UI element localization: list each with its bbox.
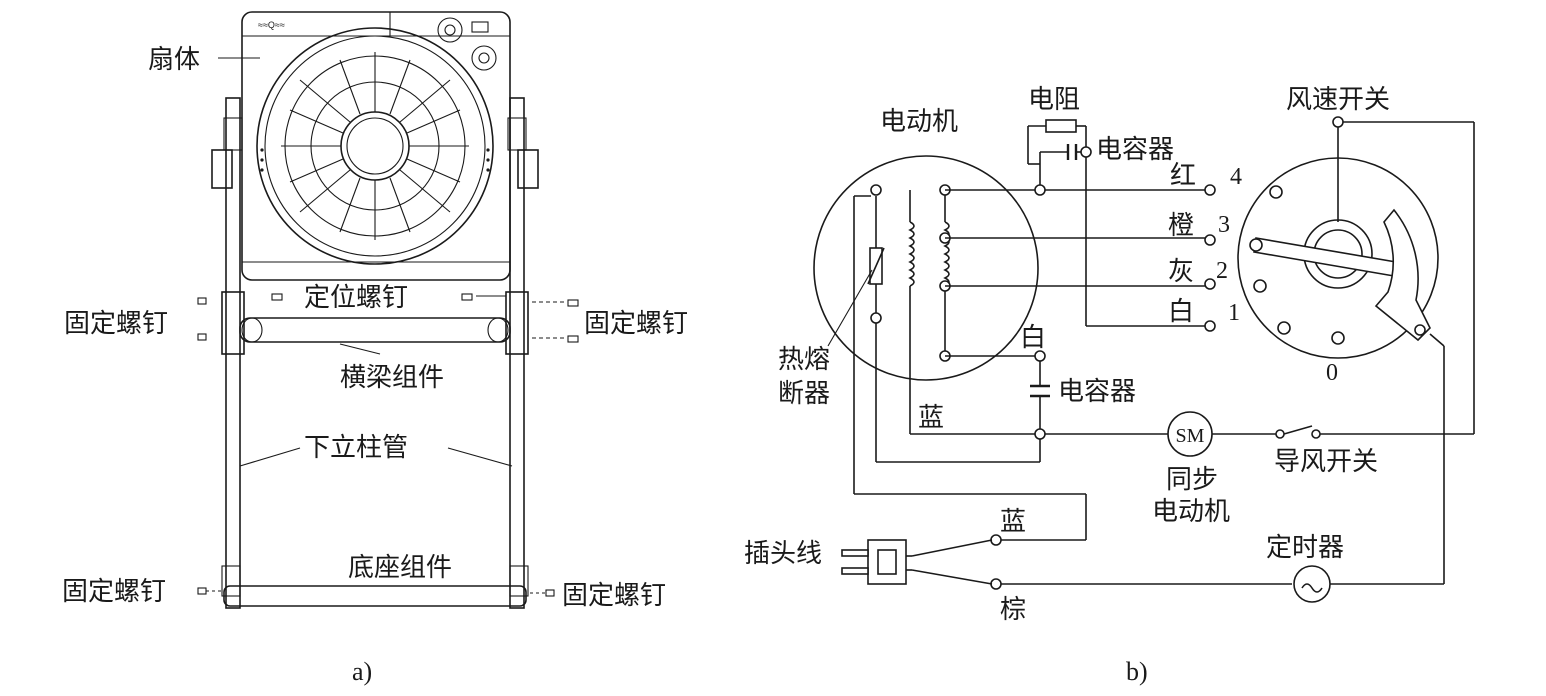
label-speed-switch: 风速开关 [1286, 85, 1390, 115]
caption-b: b) [1126, 657, 1148, 686]
label-timer: 定时器 [1266, 533, 1344, 563]
sync-motor: SM [1167, 121, 1475, 457]
label-brown-plug: 棕 [1000, 595, 1026, 625]
label-plug-wire: 插头线 [744, 539, 822, 569]
fan-body: ≈≈Q≈≈ [241, 11, 511, 281]
fan-grille [256, 27, 494, 265]
label-fixing-screw-right-lower: 固定螺钉 [562, 581, 666, 611]
label-base-assembly: 底座组件 [348, 553, 452, 583]
brand-logo: ≈≈Q≈≈ [258, 20, 285, 30]
label-fixing-screw-right-upper: 固定螺钉 [584, 309, 688, 339]
label-capacitor-mid: 电容器 [1058, 377, 1136, 407]
label-white-lower: 白 [1020, 323, 1046, 353]
sm-label: SM [1176, 425, 1205, 447]
panel-a-fan-assembly: ≈≈Q≈≈ [62, 11, 688, 686]
label-orange-wire: 橙 [1168, 211, 1194, 241]
capacitor-lower [875, 323, 1168, 463]
label-pos-3: 3 [1218, 212, 1230, 238]
speed-switch [1237, 116, 1445, 584]
label-red-wire: 红 [1170, 161, 1196, 191]
plug-icon [841, 539, 912, 585]
label-resistor: 电阻 [1028, 85, 1080, 115]
label-pos-0: 0 [1326, 360, 1338, 386]
motor-symbol [813, 155, 1039, 381]
label-pos-2: 2 [1216, 258, 1228, 284]
label-blue-plug: 蓝 [1000, 507, 1026, 537]
label-fixing-screw-left-lower: 固定螺钉 [62, 577, 166, 607]
motor-windings [908, 184, 951, 434]
label-thermal-fuse-line2: 断器 [778, 379, 830, 409]
left-column [211, 97, 245, 609]
speed-knob-icon [471, 45, 497, 71]
label-blue-motor: 蓝 [918, 403, 944, 433]
label-gray-wire: 灰 [1168, 257, 1194, 287]
label-pos-4: 4 [1230, 164, 1242, 190]
label-motor: 电动机 [880, 107, 958, 137]
label-fan-body: 扇体 [148, 45, 200, 75]
label-positioning-screw: 定位螺钉 [304, 283, 408, 313]
louver-switch-contact [1275, 429, 1285, 439]
timer-symbol [1293, 565, 1331, 603]
fan-hub [340, 111, 410, 181]
label-lower-column-tube: 下立柱管 [304, 433, 408, 463]
label-pos-1: 1 [1228, 300, 1240, 326]
resistor-capacitor [1027, 119, 1206, 327]
label-crossbeam-assembly: 横梁组件 [340, 363, 444, 393]
louver-switch-blade [1283, 425, 1313, 435]
thermal-fuse-symbol [867, 184, 885, 324]
label-louver-switch: 导风开关 [1274, 447, 1378, 477]
speed-switch-contact-arm [1374, 208, 1431, 342]
screw-icons [197, 293, 579, 597]
label-fixing-screw-left-upper: 固定螺钉 [64, 309, 168, 339]
label-sync-motor-line1: 同步 [1166, 465, 1218, 495]
label-capacitor-top: 电容器 [1096, 135, 1174, 165]
label-thermal-fuse-line1: 热熔 [778, 345, 830, 375]
right-column [505, 97, 539, 609]
speed-wires [945, 184, 1216, 332]
timer-knob-icon [437, 17, 463, 43]
speed-switch-rotor [1253, 237, 1397, 277]
label-sync-motor-line2: 电动机 [1152, 497, 1230, 527]
base [221, 565, 529, 607]
label-white-wire: 白 [1168, 297, 1194, 327]
plug-supply [841, 195, 1444, 603]
panel-b-wiring-diagram: SM [744, 85, 1475, 686]
resistor-symbol [1045, 119, 1077, 133]
panel-a-leaders [206, 57, 566, 594]
crossbeam [239, 317, 511, 343]
caption-a: a) [352, 657, 372, 686]
